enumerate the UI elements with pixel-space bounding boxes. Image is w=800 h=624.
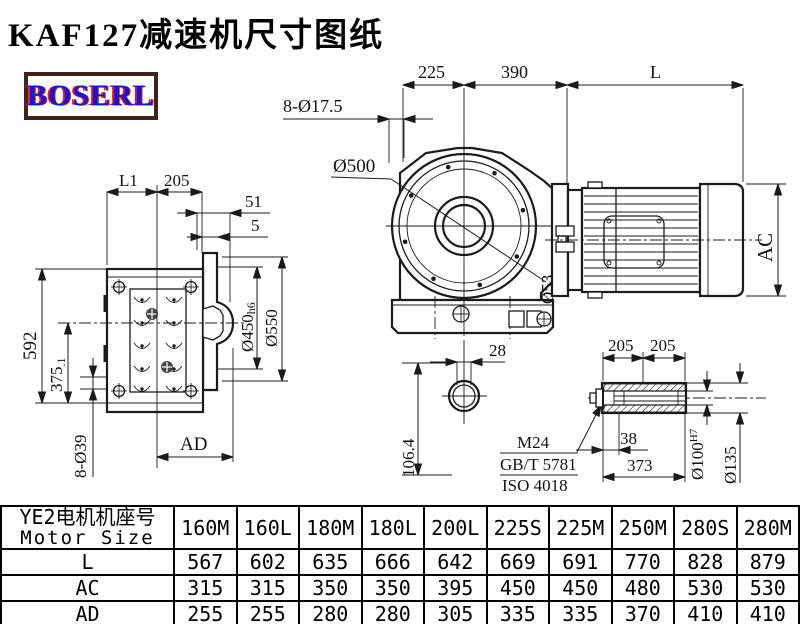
dim-205-label: 205 (164, 171, 190, 190)
table-cell: 691 (548, 548, 613, 576)
table-header-cell: 160L (235, 505, 300, 550)
front-view: Ø500 Ø53 (330, 142, 558, 339)
table-cell: 602 (235, 548, 300, 576)
table-cell: 315 (173, 574, 238, 602)
table-cell: 350 (360, 574, 425, 602)
table-cell: 335 (485, 600, 550, 624)
table-cell: 635 (298, 548, 363, 576)
table-cell: 305 (423, 600, 488, 624)
bolt-thread-label: M24 (517, 433, 550, 452)
table-cell: 280 (360, 600, 425, 624)
bolt-callout-label: 8-Ø17.5 (283, 96, 343, 116)
technical-drawing: Ø500 Ø53 (20, 62, 786, 495)
table-cell: 280 (298, 600, 363, 624)
table-header-cell: 160M (173, 505, 238, 550)
table-cell: 450 (485, 574, 550, 602)
dim-135-label: Ø135 (721, 446, 740, 484)
dim-592-label: 592 (20, 332, 41, 361)
table-header-en: Motor Size (20, 527, 155, 549)
dim-51-label: 51 (245, 192, 262, 211)
table-cell: 410 (673, 600, 738, 624)
table-header-cell: 200L (423, 505, 488, 550)
side-view (58, 185, 245, 468)
dim-205a-label: 205 (608, 336, 634, 355)
table-cell: 567 (173, 548, 238, 576)
table-cell: 315 (235, 574, 300, 602)
dim-373-label: 373 (627, 456, 653, 475)
table-header-cell: 180M (298, 505, 363, 550)
dim-L1-label: L1 (119, 171, 138, 190)
side-view-dimensions: L1 205 51 5 592 375.1 (20, 171, 288, 478)
bolt-hole-callout: 8-Ø17.5 (283, 96, 433, 163)
top-dimensions: 225 390 L (403, 62, 743, 185)
boserl-logo: BOSERL (24, 72, 158, 120)
table-header-cell: 225S (485, 505, 550, 550)
table-cell: 370 (610, 600, 675, 624)
dim-390-label: 390 (501, 62, 528, 82)
dim-100H7-label: Ø100H7 (688, 428, 707, 480)
dim-106-label: 106.4 (399, 438, 418, 477)
table-cell: 642 (423, 548, 488, 576)
table-cell: 669 (485, 548, 550, 576)
dim-L-label: L (650, 62, 661, 82)
holes-39-label: 8-Ø39 (71, 435, 90, 478)
dim-450h6-label: Ø450h6 (238, 302, 258, 352)
dim-AC-label: AC (753, 233, 777, 262)
table-cell: 530 (673, 574, 738, 602)
table-cell: 350 (298, 574, 363, 602)
boserl-logo-text: BOSERL (27, 79, 155, 112)
table-header-cell: 225M (548, 505, 613, 550)
table-header-cell: 250M (610, 505, 675, 550)
table-cell: 395 (423, 574, 488, 602)
table-header-cell: 280S (673, 505, 738, 550)
table-cell: 335 (548, 600, 613, 624)
dim-AD-label: AD (180, 434, 207, 455)
dim-550-label: Ø550 (262, 309, 281, 347)
table-cell: 828 (673, 548, 738, 576)
table-cell: 666 (360, 548, 425, 576)
table-row-label: L (0, 548, 175, 576)
ac-dimension: AC (746, 184, 786, 296)
table-header-cell: 180L (360, 505, 425, 550)
dim-28-label: 28 (489, 341, 506, 360)
dim-205b-label: 205 (650, 336, 676, 355)
table-cell: 480 (610, 574, 675, 602)
table-cell: 879 (735, 548, 800, 576)
table-cell: 530 (735, 574, 800, 602)
bolt-spec: M24 GB/T 5781 ISO 4018 (500, 405, 601, 495)
input-shaft-view: 28 106.4 (399, 340, 506, 477)
bolt-gb-standard: GB/T 5781 (500, 455, 577, 474)
flange-dia-label: Ø500 (333, 156, 375, 177)
table-cell: 770 (610, 548, 675, 576)
dim-375-label: 375.1 (47, 358, 68, 393)
table-row-label: AC (0, 574, 175, 602)
motor-view (545, 181, 762, 299)
bolt-iso-standard: ISO 4018 (502, 476, 568, 495)
dim-5-label: 5 (251, 216, 260, 235)
table-header-cn: YE2电机机座号 (19, 505, 156, 529)
output-shaft-detail: 205 205 38 373 Ø100H7 Ø135 (576, 336, 766, 484)
page-title: KAF127减速机尺寸图纸 (8, 18, 385, 54)
dim-38-label: 38 (620, 429, 637, 448)
table-cell: 255 (173, 600, 238, 624)
table-cell: 450 (548, 574, 613, 602)
table-header-cell: 280M (735, 505, 800, 550)
table-row-label: AD (0, 600, 175, 624)
table-cell: 255 (235, 600, 300, 624)
dim-225-label: 225 (418, 62, 445, 82)
table-cell: 410 (735, 600, 800, 624)
